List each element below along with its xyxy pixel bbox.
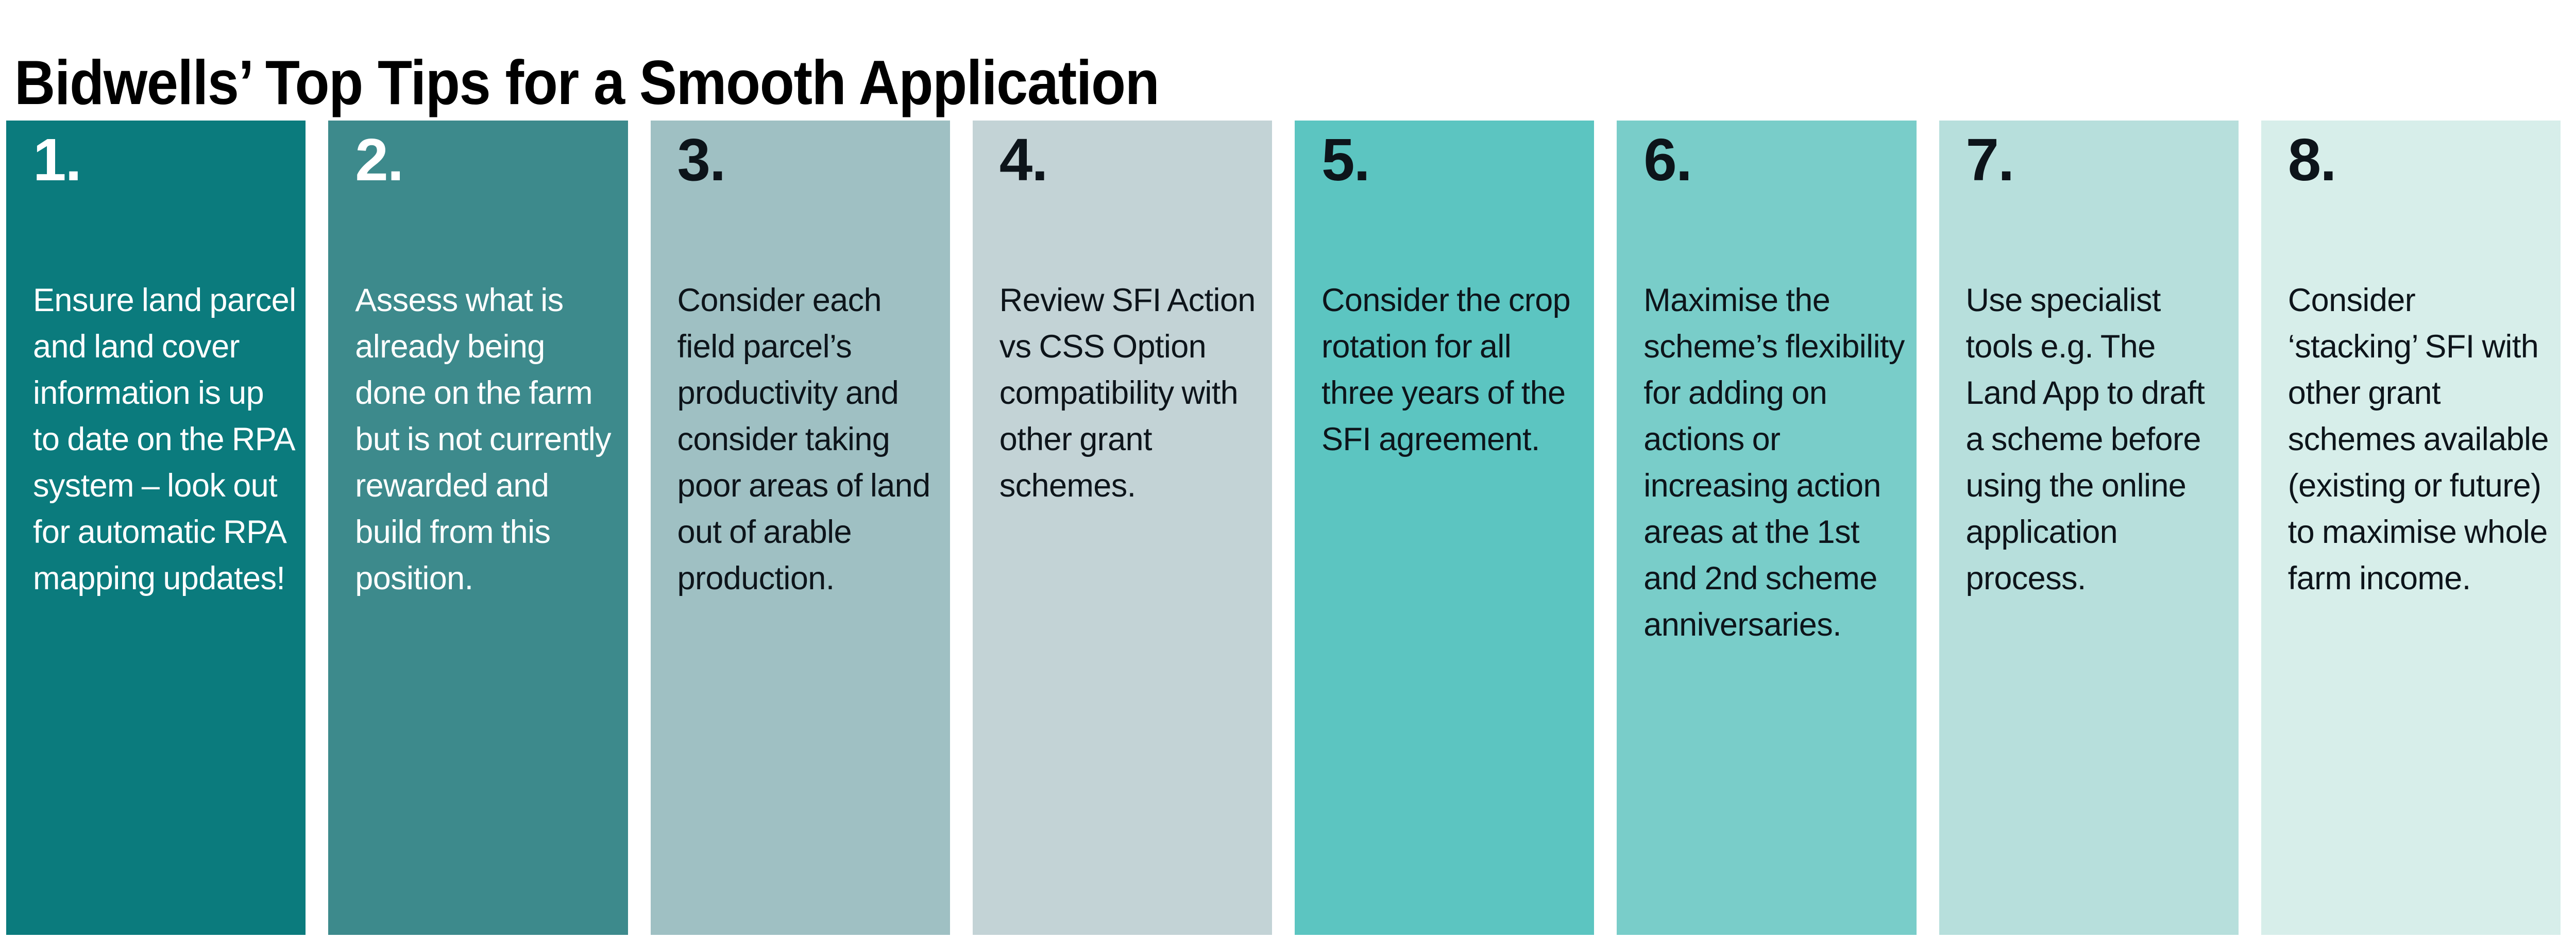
tip-card-3: 3. Consider each field parcel’s producti… [650,121,950,935]
tip-card-1: 1. Ensure land parcel and land cover inf… [6,121,306,935]
tip-number-2: 2. [355,126,404,193]
tip-card-2: 2. Assess what is already being done on … [328,121,628,935]
tips-column-row: 1. Ensure land parcel and land cover inf… [6,121,2561,935]
tip-text-4: Review SFI Action vs CSS Option compatib… [999,282,1256,504]
tip-number-6: 6. [1643,126,1692,193]
tip-text-3: Consider each field parcel’s productivit… [677,282,931,596]
tip-card-8: 8. Consider ‘stacking’ SFI with other gr… [2261,121,2561,935]
tip-number-4: 4. [999,126,1048,193]
tip-text-1: Ensure land parcel and land cover inform… [33,282,296,596]
tip-number-3: 3. [677,126,726,193]
tip-number-8: 8. [2287,126,2337,193]
tip-number-1: 1. [33,126,82,193]
tip-text-8: Consider ‘stacking’ SFI with other grant… [2287,282,2549,596]
tip-card-6: 6. Maximise the scheme’s flexibility for… [1617,121,1917,935]
page-title: Bidwells’ Top Tips for a Smooth Applicat… [14,47,1160,117]
tip-card-7: 7. Use specialist tools e.g. The Land Ap… [1939,121,2239,935]
tip-text-6: Maximise the scheme’s flexibility for ad… [1643,282,1905,643]
tip-card-5: 5. Consider the crop rotation for all th… [1295,121,1595,935]
tip-number-5: 5. [1321,126,1370,193]
tip-number-7: 7. [1965,126,2015,193]
tip-text-7: Use specialist tools e.g. The Land App t… [1965,282,2205,596]
tip-text-2: Assess what is already being done on the… [355,282,611,596]
tip-text-5: Consider the crop rotation for all three… [1321,282,1571,457]
tip-card-4: 4. Review SFI Action vs CSS Option compa… [972,121,1272,935]
